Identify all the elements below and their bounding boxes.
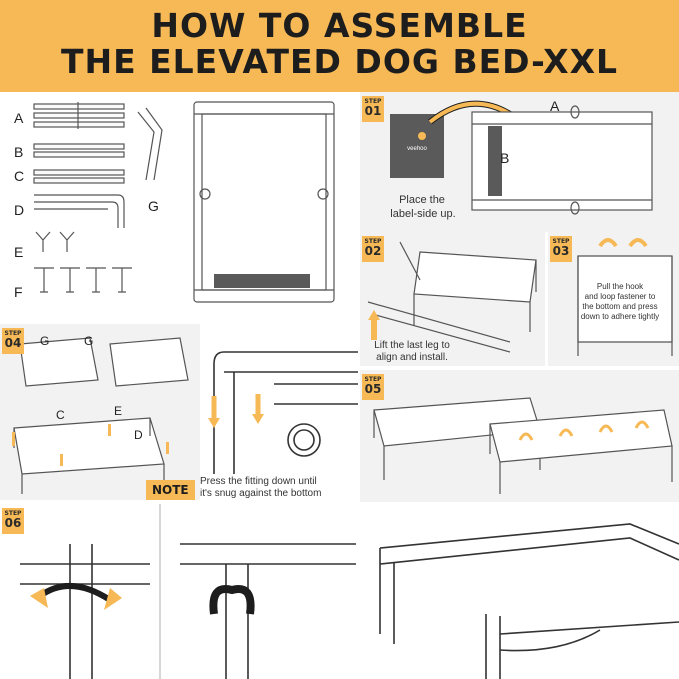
- step-03-illustration: [577, 238, 673, 356]
- step-02-illustration: [367, 241, 537, 353]
- step-04-label-c: C: [56, 408, 65, 422]
- part-label-b: B: [14, 144, 24, 160]
- step-02-caption-1: Lift the last leg to: [374, 340, 450, 351]
- step-03-caption-4: down to adhere tightly: [580, 312, 660, 321]
- note-text-2: it's snug against the bottom: [200, 488, 322, 499]
- part-label-g: G: [148, 198, 159, 214]
- step-03-caption-3: the bottom and press: [582, 302, 658, 311]
- step-02-caption-2: align and install.: [376, 352, 448, 363]
- step-01-caption-1: Place the: [399, 194, 445, 206]
- note-text-1: Press the fitting down until: [200, 476, 317, 487]
- fitting-closeup-panel: [204, 324, 358, 500]
- step-04-label-g2: G: [84, 334, 94, 348]
- step-01-illustration: [390, 100, 653, 215]
- assembled-bed-panel: [360, 504, 679, 679]
- step-03-caption-1: Pull the hook: [596, 282, 644, 291]
- step-04-label-e: E: [114, 404, 123, 418]
- step-04-illustration: [12, 337, 189, 494]
- fitting-closeup-illustration: [208, 351, 358, 474]
- step-01-label-a: A: [550, 98, 560, 114]
- parts-panel: A B C D E F G: [0, 92, 360, 320]
- step-03-caption-2: and loop fastener to: [584, 292, 656, 301]
- assembled-bed-illustration: [379, 523, 679, 679]
- step-04-label-g1: G: [40, 334, 50, 348]
- step-01-brand: veehoo: [407, 146, 427, 152]
- parts-illustration: [33, 101, 335, 303]
- part-label-a: A: [14, 110, 24, 126]
- part-label-f: F: [14, 284, 23, 300]
- title-line-1: HOW TO ASSEMBLE: [151, 6, 528, 45]
- step-06-illustration: [20, 504, 356, 679]
- title-line-2: THE ELEVATED DOG BED-XXL: [60, 42, 619, 81]
- part-label-c: C: [14, 168, 25, 184]
- title-banner: HOW TO ASSEMBLE THE ELEVATED DOG BED-XXL: [0, 0, 679, 92]
- step-01-label-b: B: [500, 150, 510, 166]
- step-01-caption-2: label-side up.: [390, 208, 456, 220]
- step-05-illustration: [373, 397, 673, 494]
- part-label-d: D: [14, 202, 25, 218]
- step-04-label-d: D: [134, 428, 143, 442]
- note-badge: NOTE: [146, 480, 195, 500]
- part-label-e: E: [14, 244, 24, 260]
